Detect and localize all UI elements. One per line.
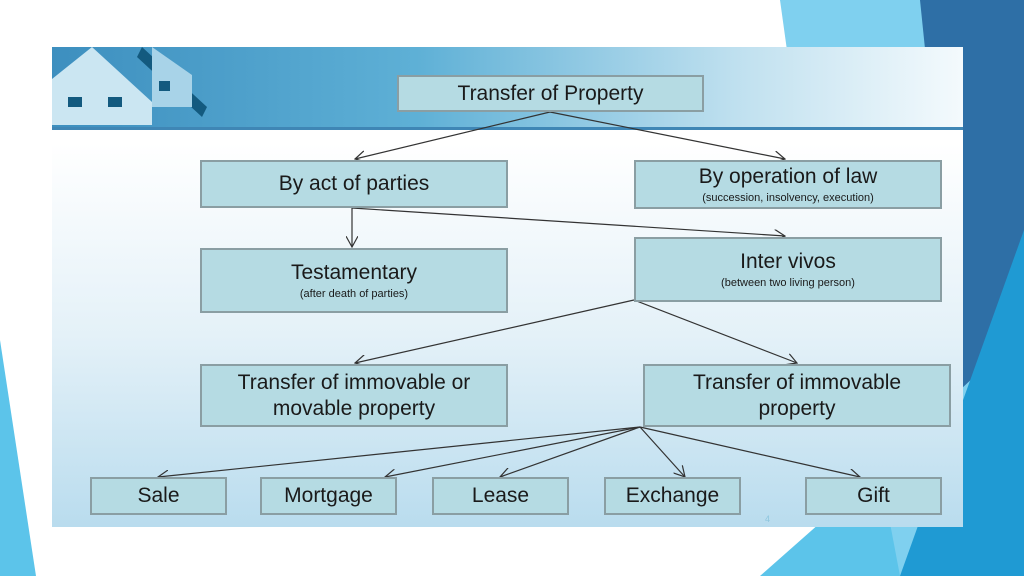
arrow-gift bbox=[639, 426, 860, 477]
node-exchange: Exchange bbox=[604, 477, 741, 515]
node-inter-vivos: Inter vivos (between two living person) bbox=[634, 237, 942, 302]
houses-icon bbox=[52, 47, 207, 125]
node-title: Exchange bbox=[625, 484, 720, 508]
arrow-mortgage bbox=[385, 426, 641, 477]
node-title: Transfer of immovable property bbox=[692, 371, 902, 420]
arrow-act-intervivos bbox=[351, 207, 785, 236]
node-transfer-of-property: Transfer of Property bbox=[397, 75, 704, 112]
arrow-root-act bbox=[355, 111, 551, 159]
node-subtitle: (between two living person) bbox=[721, 276, 855, 289]
node-by-operation-of-law: By operation of law (succession, insolven… bbox=[634, 160, 942, 209]
arrow-exchange bbox=[639, 426, 685, 477]
node-lease: Lease bbox=[432, 477, 569, 515]
node-title: Inter vivos bbox=[740, 250, 836, 274]
node-transfer-immovable: Transfer of immovable property bbox=[643, 364, 951, 427]
node-testamentary: Testamentary (after death of parties) bbox=[200, 248, 508, 313]
node-sale: Sale bbox=[90, 477, 227, 515]
node-title: By operation of law bbox=[698, 165, 878, 189]
left-accent-shape bbox=[0, 340, 36, 576]
node-title: Transfer of immovable or movable propert… bbox=[237, 371, 471, 420]
node-title: Sale bbox=[137, 484, 180, 508]
arrow-intervivos-movable bbox=[355, 299, 635, 363]
node-subtitle: (after death of parties) bbox=[299, 287, 409, 300]
arrow-intervivos-immovable bbox=[633, 299, 797, 363]
arrow-sale bbox=[158, 426, 641, 477]
node-title: Testamentary bbox=[290, 261, 418, 285]
node-mortgage: Mortgage bbox=[260, 477, 397, 515]
node-title: Gift bbox=[857, 484, 890, 508]
arrow-root-law bbox=[549, 111, 785, 159]
node-title: Transfer of Property bbox=[457, 81, 644, 105]
node-transfer-immovable-or-movable: Transfer of immovable or movable propert… bbox=[200, 364, 508, 427]
node-title: Mortgage bbox=[284, 484, 373, 508]
arrow-lease bbox=[500, 426, 641, 477]
node-subtitle: (succession, insolvency, execution) bbox=[702, 191, 874, 204]
node-gift: Gift bbox=[805, 477, 942, 515]
page-number: 4 bbox=[765, 514, 771, 524]
node-title: Lease bbox=[471, 484, 530, 508]
node-title: By act of parties bbox=[278, 172, 430, 196]
node-by-act-of-parties: By act of parties bbox=[200, 160, 508, 208]
